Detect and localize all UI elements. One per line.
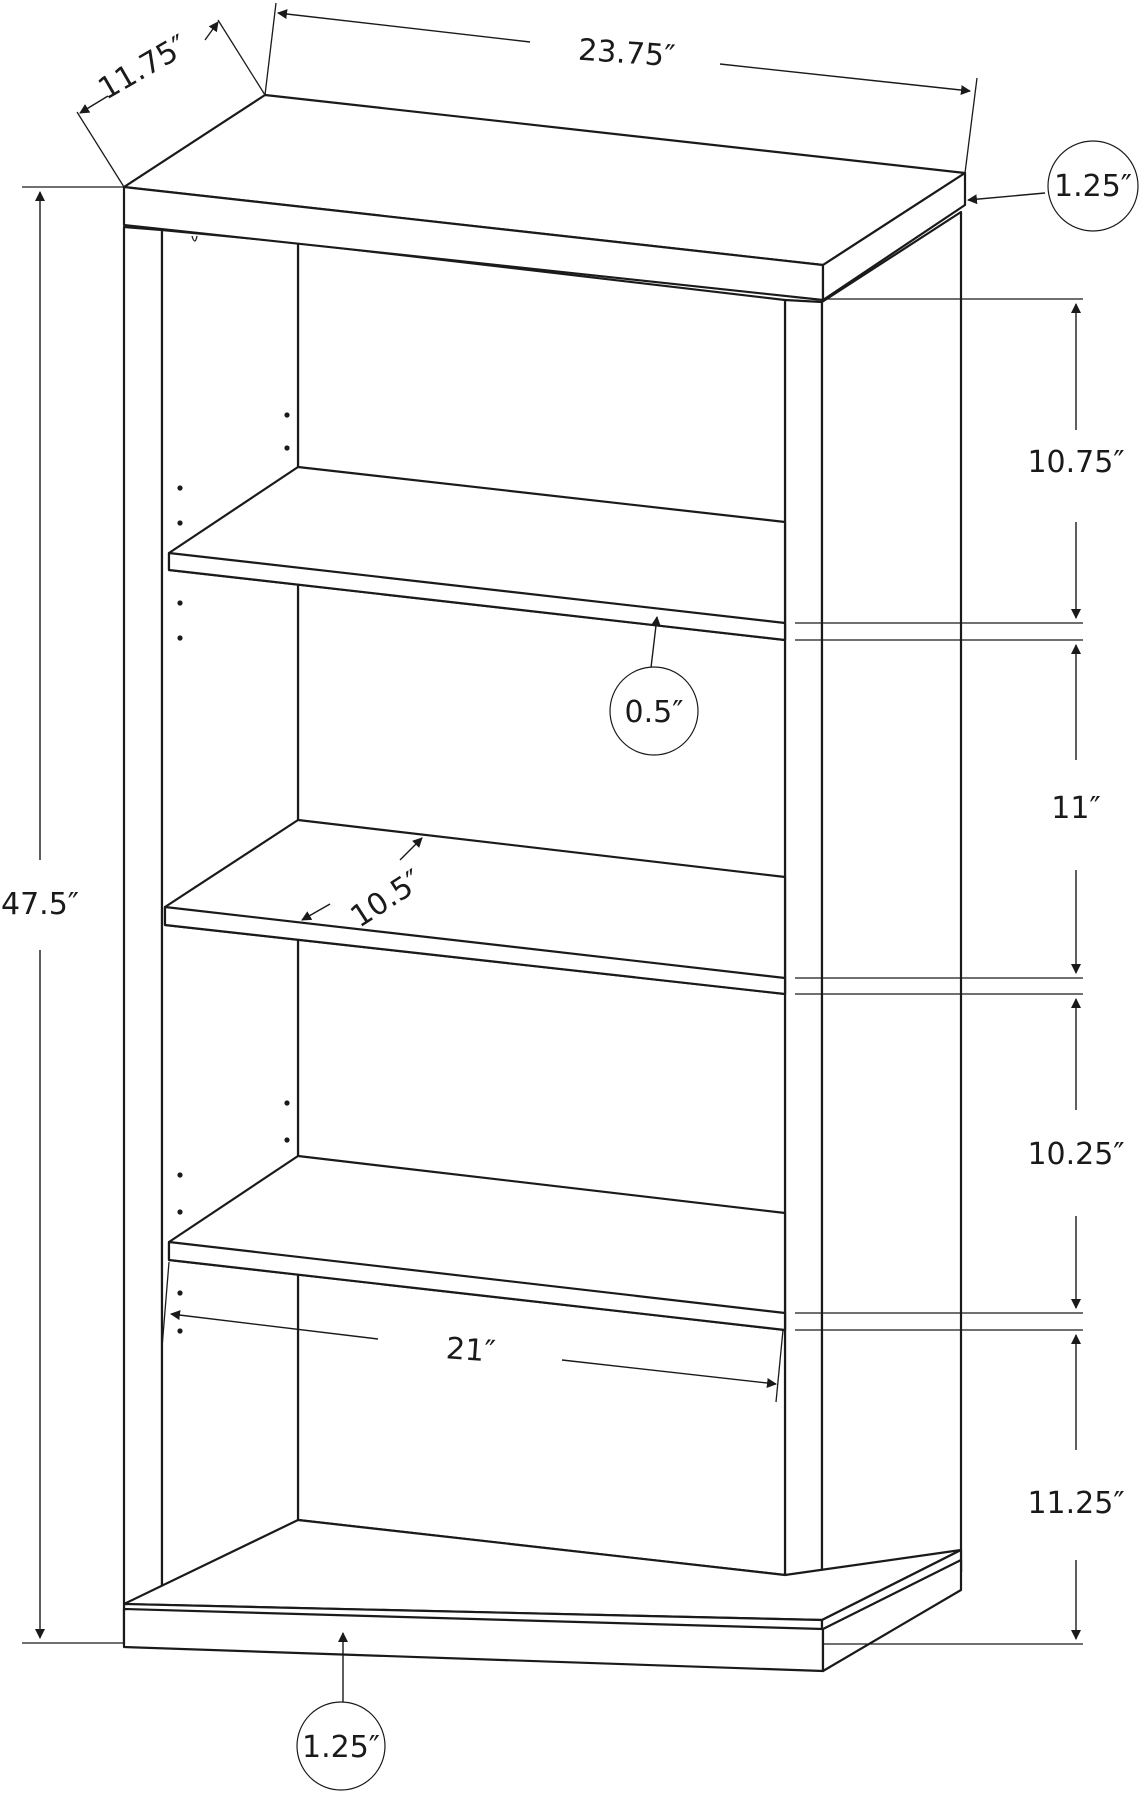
shelf-1: [167, 465, 787, 642]
bookcase-base: [122, 1518, 963, 1673]
width-label: 23.75″: [577, 33, 676, 75]
shelf-width-label: 21″: [445, 1331, 497, 1369]
shelf-thickness-bubble: [609, 666, 699, 756]
right-outer-side: [820, 210, 963, 1664]
shelf-2: [163, 818, 787, 996]
shelf-holes: [177, 412, 290, 1334]
gap-1-label: 10.75″: [1027, 445, 1124, 480]
top-thickness-label: 1.25″: [1054, 169, 1132, 204]
right-side-panel: [783, 298, 824, 1664]
base-thickness-label: 1.25″: [302, 1730, 380, 1765]
left-side-panel: [122, 225, 164, 1608]
height-label: 47.5″: [1, 887, 79, 922]
base-thickness-bubble: [296, 1701, 386, 1791]
bookcase-body: [122, 93, 967, 1673]
top-thickness-bubble: [1047, 140, 1139, 232]
dimension-lines: [22, 2, 1083, 1708]
cam-lock-mark: [191, 235, 198, 242]
gap-2-label: 11″: [1051, 791, 1100, 826]
depth-label: 11.75″: [92, 28, 194, 107]
gap-3-label: 10.25″: [1027, 1137, 1124, 1172]
shelf-3: [167, 1154, 787, 1332]
shelf-thickness-label: 0.5″: [625, 695, 684, 730]
bookcase-top: [122, 93, 967, 302]
gap-4-label: 11.25″: [1027, 1486, 1124, 1521]
